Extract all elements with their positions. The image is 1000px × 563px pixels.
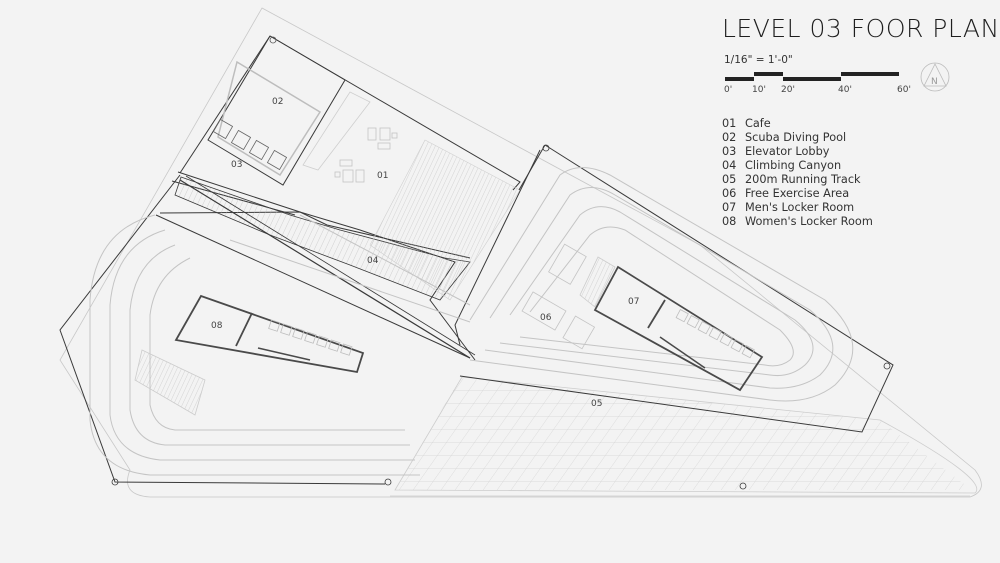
room-label-05: 05 [591,399,602,409]
scale-tick: 10' [752,85,766,95]
scale-ratio: 1/16" = 1'-0" [724,54,793,66]
room-label-06: 06 [540,313,552,323]
cafe-furniture [334,127,398,183]
cafe-bleachers [369,139,521,301]
scale-tick: 0' [724,85,733,95]
page-title: LEVEL 03 FOOR PLAN [722,14,1000,43]
scale-bar [725,72,899,81]
right-block [111,144,894,490]
running-track-right [469,167,854,402]
room-label-01: 01 [377,171,388,181]
free-exercise-mats [521,243,596,350]
elevators [212,118,288,171]
scale-tick: 60' [897,85,911,95]
room-label-02: 02 [272,97,283,107]
grid-plaza [390,376,978,497]
womens-locker-room [174,294,365,374]
site-outline [59,7,982,498]
svg-text:N: N [931,77,938,87]
running-track-left [89,214,471,476]
room-label-04: 04 [367,256,379,266]
north-arrow-icon: N [920,62,950,92]
scuba-pool-block [207,35,371,186]
room-label-03: 03 [231,160,242,170]
womens-stair [134,349,206,416]
scale-tick-labels: 0' 10' 20' 40' 60' [722,85,922,97]
mens-locker-room [579,256,764,392]
room-label-07: 07 [628,297,639,307]
scale-tick: 40' [838,85,852,95]
room-label-08: 08 [211,321,223,331]
scale-tick: 20' [781,85,795,95]
